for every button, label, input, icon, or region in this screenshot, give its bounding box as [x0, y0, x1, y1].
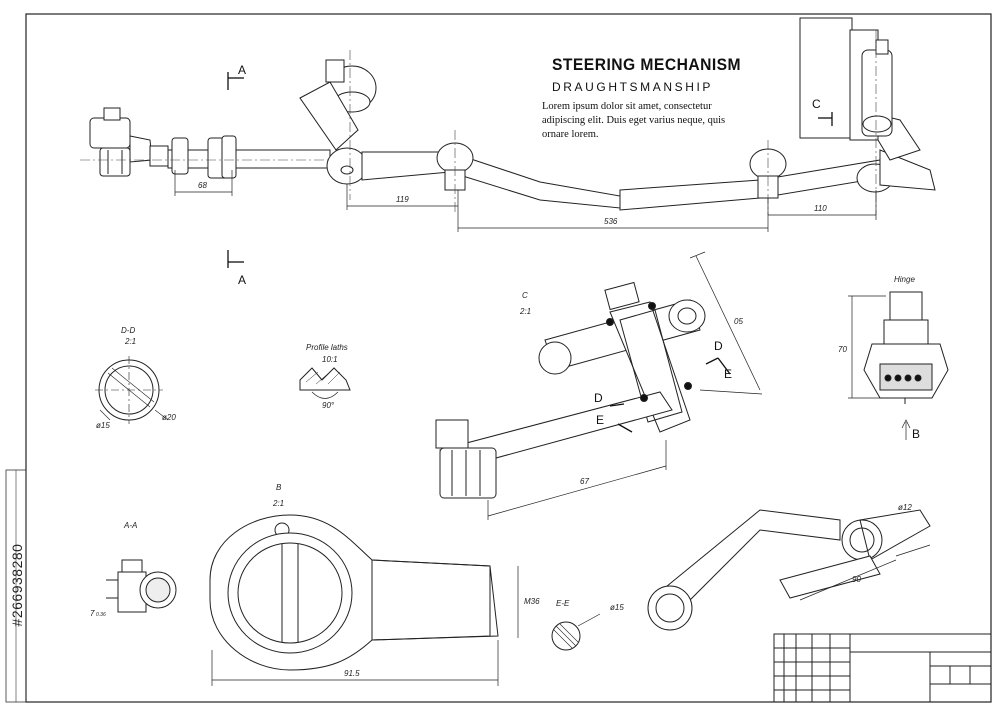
drawing-subtitle: DRAUGHTSMANSHIP [552, 80, 714, 94]
view-idler-arm [647, 509, 931, 631]
drawing-title: STEERING MECHANISM [552, 55, 742, 74]
view-c [435, 281, 706, 499]
main-assembly [89, 17, 936, 211]
section-a-markers [227, 72, 244, 268]
drawing-frame [25, 13, 992, 703]
watermark-id-text: #266938280 [9, 543, 25, 627]
watermark-id: #266938280 [6, 470, 28, 700]
title-block [773, 633, 992, 703]
view-b [209, 514, 499, 671]
view-dd [95, 356, 169, 424]
view-profile-laths [299, 367, 351, 399]
view-ee [551, 613, 601, 651]
view-hinge [863, 291, 949, 404]
drawing-description: Lorem ipsum dolor sit amet, consectetur … [542, 101, 726, 140]
view-aa [106, 559, 177, 613]
